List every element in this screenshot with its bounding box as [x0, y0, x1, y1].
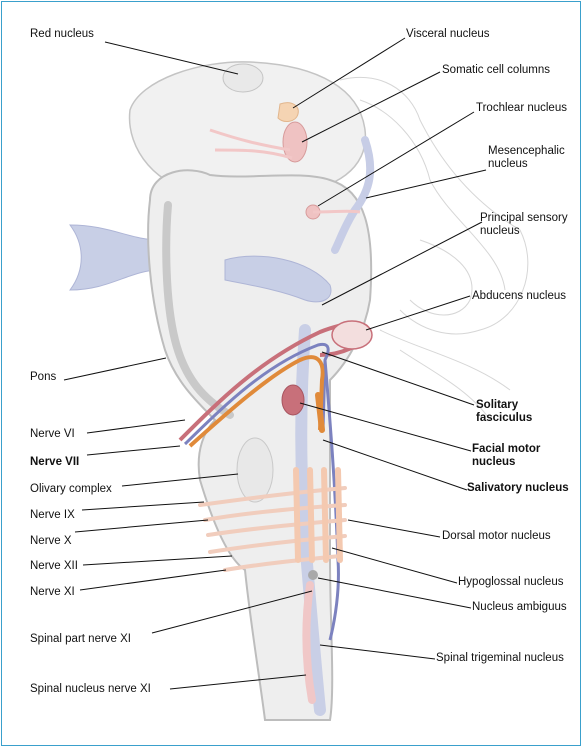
facial-motor-nucleus-shape: [282, 385, 304, 415]
label-nerve-xii: Nerve XII: [30, 560, 78, 573]
label-hypoglossal-nucleus: Hypoglossal nucleus: [458, 576, 563, 589]
abducens-nucleus-shape: [332, 321, 372, 349]
label-spinal-trigeminal-nucleus: Spinal trigeminal nucleus: [436, 652, 564, 665]
label-dorsal-motor-nucleus: Dorsal motor nucleus: [442, 530, 551, 543]
label-nerve-xi: Nerve XI: [30, 586, 75, 599]
label-solitary-fasciculus: Solitary fasciculus: [476, 399, 556, 425]
label-visceral-nucleus: Visceral nucleus: [406, 28, 490, 41]
label-spinal-nucleus-nerve-xi: Spinal nucleus nerve XI: [30, 683, 151, 696]
label-spinal-part-nerve-xi: Spinal part nerve XI: [30, 633, 131, 646]
label-salivatory-nucleus: Salivatory nucleus: [467, 482, 569, 495]
label-red-nucleus: Red nucleus: [30, 28, 94, 41]
label-abducens-nucleus: Abducens nucleus: [472, 290, 566, 303]
label-trochlear-nucleus: Trochlear nucleus: [476, 102, 567, 115]
label-nerve-ix: Nerve IX: [30, 509, 75, 522]
trochlear-fibre: [313, 211, 360, 212]
red-nucleus-shape: [223, 64, 263, 92]
trigeminal-nerve-shape: [70, 225, 160, 290]
label-principal-sensory-nucleus: Principal sensory nucleus: [480, 212, 575, 238]
label-mesencephalic-nucleus: Mesencephalic nucleus: [488, 145, 568, 171]
label-nerve-x: Nerve X: [30, 535, 72, 548]
label-nerve-vi: Nerve VI: [30, 428, 75, 441]
label-nerve-vii: Nerve VII: [30, 456, 79, 469]
salivatory-column: [318, 395, 322, 430]
label-somatic-cell-columns: Somatic cell columns: [442, 64, 550, 77]
label-pons: Pons: [30, 371, 56, 384]
label-facial-motor-nucleus: Facial motor nucleus: [472, 443, 552, 469]
olivary-complex-shape: [237, 438, 273, 502]
label-olivary-complex: Olivary complex: [30, 483, 112, 496]
nucleus-ambiguus-shape: [308, 570, 318, 580]
label-nucleus-ambiguus: Nucleus ambiguus: [472, 601, 567, 614]
visceral-nucleus-shape: [278, 103, 298, 122]
